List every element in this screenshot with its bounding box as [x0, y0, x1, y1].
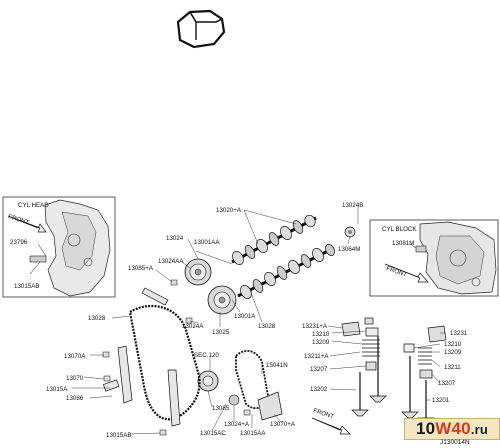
- cyl-block-inset: CYL BLOCK FRONT 13081M: [369, 219, 499, 297]
- watermark-part3: .ru: [470, 422, 489, 437]
- label-13024a: 13024A: [182, 323, 204, 330]
- camshaft-upper: [231, 214, 317, 265]
- valve-assembly-left: [341, 317, 387, 417]
- label-13001aa: 13001AA: [194, 239, 220, 246]
- label-13085: 13085: [212, 405, 230, 412]
- label-13085a: 13085+A: [128, 265, 154, 272]
- leader-lines: [72, 206, 446, 435]
- site-watermark: 10W40.ru: [404, 418, 500, 440]
- cyl-head-inset: CYL HEAD FRONT 23796 13015AB: [2, 196, 116, 298]
- drawing-code: J130014N: [440, 439, 470, 446]
- label-13202: 13202: [310, 386, 328, 393]
- oil-pump-sprocket: [228, 394, 240, 406]
- label-13210-left: 13210: [312, 331, 330, 338]
- label-13028: 13028: [88, 315, 106, 322]
- bolts: [102, 279, 251, 436]
- label-13211a: 13211+A: [304, 353, 329, 360]
- label-13209: 13209: [444, 349, 462, 356]
- label-13020a: 13020+A: [216, 207, 242, 214]
- valve-lifter-icon: [176, 9, 226, 49]
- label-13024b: 13024B: [342, 202, 363, 209]
- label-13211: 13211: [444, 364, 461, 371]
- label-13015ac: 13015AC: [200, 430, 226, 437]
- right-front-label: FRONT: [385, 265, 408, 278]
- watermark-part1: 10: [415, 419, 436, 438]
- cyl-head-label: CYL HEAD: [18, 202, 49, 209]
- label-13028-right: 13028: [258, 323, 276, 330]
- secondary-chain: [235, 349, 283, 421]
- label-13081m: 13081M: [392, 240, 414, 247]
- bottom-front-arrow: FRONT: [311, 407, 351, 435]
- label-13070: 13070: [66, 375, 84, 382]
- chain-guides: [102, 287, 181, 427]
- label-13210: 13210: [444, 341, 462, 348]
- camshaft-sprocket-lower: [207, 285, 237, 315]
- label-13209-left: 13209: [312, 339, 330, 346]
- label-13207: 13207: [438, 380, 456, 387]
- label-13070-plus-a: 13070+A: [270, 421, 296, 428]
- bottom-front-label: FRONT: [312, 407, 335, 420]
- label-23796: 23796: [10, 239, 28, 246]
- label-13086: 13086: [66, 395, 84, 402]
- camshaft-position-sensor: [344, 226, 356, 238]
- label-13025: 13025: [212, 329, 230, 336]
- timing-chain: [128, 304, 201, 421]
- label-sec120: SEC.120: [194, 352, 219, 359]
- label-13201: 13201: [432, 397, 450, 404]
- camshaft-sprocket-upper: [184, 258, 212, 286]
- label-13064m: 13064M: [338, 246, 360, 253]
- label-13001a: 13001A: [234, 313, 256, 320]
- label-13015a: 13015A: [46, 386, 68, 393]
- label-13015ab-top: 13015AB: [14, 283, 39, 290]
- label-15041n: 15041N: [266, 362, 288, 369]
- label-13024: 13024: [166, 235, 184, 242]
- valve-assembly-right: [401, 325, 447, 425]
- label-13024aa: 13024AA: [158, 258, 184, 265]
- label-13024-plus-a: 13024+A: [224, 421, 250, 428]
- label-13231: 13231: [450, 330, 468, 337]
- camshaft-lower: [237, 244, 335, 299]
- label-13015ab-low: 13015AB: [106, 432, 131, 439]
- label-13015aa: 13015AA: [240, 430, 266, 437]
- watermark-part2: W40: [435, 419, 471, 438]
- left-front-label: FRONT: [7, 213, 30, 226]
- label-13231a: 13231+A: [302, 323, 328, 330]
- label-13070a: 13070A: [64, 353, 86, 360]
- crank-sprocket: [197, 370, 219, 392]
- cyl-block-label: CYL BLOCK: [382, 226, 417, 233]
- label-13207-left: 13207: [310, 366, 328, 373]
